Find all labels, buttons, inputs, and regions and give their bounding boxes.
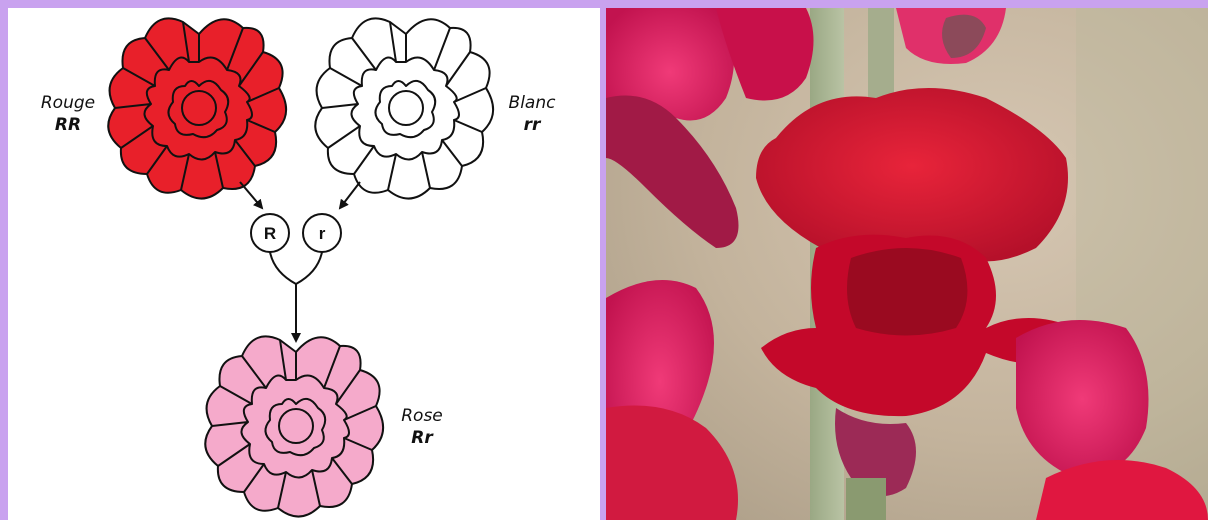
parent-genotype-blanc: rr bbox=[496, 114, 568, 136]
gamete-label-r: r bbox=[319, 224, 326, 243]
arrow-rouge-to-gamete bbox=[240, 182, 262, 208]
parent-name-rouge: Rouge bbox=[32, 92, 104, 114]
gamete-label-R: R bbox=[264, 224, 276, 243]
parent-label-blanc: Blanc rr bbox=[496, 92, 568, 136]
parent-flower-blanc bbox=[315, 18, 493, 198]
parent-label-rouge: Rouge RR bbox=[32, 92, 104, 136]
offspring-label-rose: Rose Rr bbox=[386, 405, 458, 449]
photo-canvas bbox=[606, 8, 1208, 520]
parent-genotype-rouge: RR bbox=[32, 114, 104, 136]
arrow-blanc-to-gamete bbox=[340, 182, 360, 208]
offspring-genotype-rose: Rr bbox=[386, 427, 458, 449]
snapdragon-photo bbox=[606, 8, 1208, 520]
parent-name-blanc: Blanc bbox=[496, 92, 568, 114]
offspring-flower-rose bbox=[205, 336, 383, 516]
diagram-canvas: R r .p{fill:none;stroke:none}.f,.f2,.c{f… bbox=[8, 8, 600, 520]
genetics-diagram-panel: R r .p{fill:none;stroke:none}.f,.f2,.c{f… bbox=[8, 8, 600, 520]
parent-flower-rouge bbox=[108, 18, 286, 198]
fusion-lines bbox=[270, 252, 322, 284]
offspring-name-rose: Rose bbox=[386, 405, 458, 427]
